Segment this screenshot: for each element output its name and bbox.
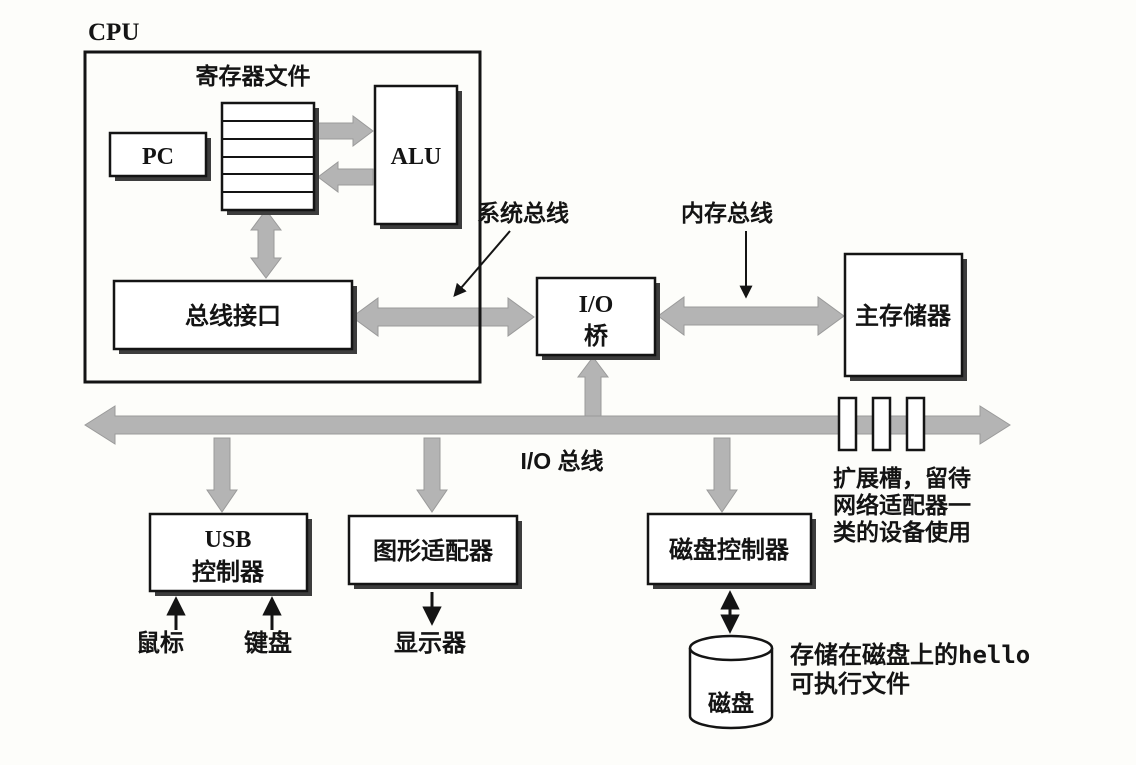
- expansion-slots-label: 扩展槽，留待 网络适配器一 类的设备使用: [833, 465, 971, 545]
- memory-bus-annotation: 内存总线: [681, 200, 773, 299]
- system-bus-pointer-arrow: [453, 230, 511, 297]
- cpu-label: CPU: [88, 19, 139, 46]
- main-memory-rect: [843, 252, 964, 378]
- mouse-label: 鼠标: [136, 630, 184, 657]
- disk-cylinder: 磁盘: [688, 634, 774, 730]
- hello-annotation: 存储在磁盘上的hello 可执行文件: [790, 641, 1030, 698]
- usb-branch-arrow: [206, 437, 238, 513]
- disk-controller-label: 磁盘控制器: [669, 536, 790, 564]
- register-file-label: 寄存器文件: [196, 63, 311, 89]
- register-file: 寄存器文件: [196, 63, 319, 215]
- expansion-slots-label-line1: 扩展槽，留待: [833, 465, 971, 491]
- disk-controller-box: 磁盘控制器: [646, 512, 816, 589]
- graphics-adapter-label: 图形适配器: [373, 538, 494, 565]
- expansion-slots-label-line2: 网络适配器一: [833, 492, 971, 518]
- disk-controller-rect: [646, 512, 813, 586]
- hello-annotation-line1: 存储在磁盘上的hello: [790, 641, 1030, 669]
- io-bus-arrow: [84, 405, 1011, 445]
- bus-interface-box: 总线接口: [112, 279, 357, 354]
- hello-annotation-line2: 可执行文件: [790, 670, 910, 698]
- expansion-slot: [905, 396, 926, 452]
- bus-interface-rect: [112, 279, 354, 351]
- usb-controller-rect: [148, 512, 309, 593]
- io-bridge-box: I/O 桥: [535, 276, 660, 360]
- alu-box: ALU: [373, 84, 462, 229]
- regfile-businterface-arrow: [250, 209, 282, 279]
- cpu-enclosure: CPU: [83, 19, 482, 384]
- expansion-slots-label-line3: 类的设备使用: [833, 519, 971, 545]
- expansion-slot: [871, 396, 892, 452]
- system-bus-label: 系统总线: [477, 200, 569, 226]
- usb-controller-label-line2: 控制器: [192, 558, 265, 586]
- regfile-to-alu-arrow: [317, 115, 374, 147]
- main-memory-box: 主存储器: [843, 252, 967, 381]
- pc-label: PC: [142, 144, 174, 170]
- disk-cylinder-body: [688, 648, 774, 730]
- main-memory-label: 主存储器: [855, 302, 952, 330]
- register-file-rows: [222, 120, 314, 193]
- pc-box: PC: [108, 131, 211, 181]
- disk-label: 磁盘: [708, 690, 754, 716]
- graphics-adapter-box: 图形适配器: [347, 514, 522, 589]
- usb-controller-box: USB 控制器: [148, 512, 312, 596]
- memory-bus-arrow: [657, 296, 845, 336]
- cpu-box-outline: [83, 50, 482, 384]
- system-bus-annotation: 系统总线: [453, 200, 569, 297]
- expansion-slots: 扩展槽，留待 网络适配器一 类的设备使用: [833, 396, 971, 545]
- display-label: 显示器: [394, 630, 467, 657]
- bus-interface-label: 总线接口: [185, 302, 281, 330]
- io-bridge-label-line1: I/O: [579, 292, 614, 318]
- expansion-slot: [837, 396, 858, 452]
- io-bridge-label-line2: 桥: [584, 323, 609, 350]
- disk-cylinder-top: [688, 634, 774, 662]
- keyboard-label: 键盘: [244, 629, 292, 657]
- usb-controller-label-line1: USB: [205, 527, 252, 553]
- io-bus-label: I/O 总线: [520, 448, 603, 474]
- graphics-adapter-rect: [347, 514, 519, 586]
- memory-bus-label: 内存总线: [681, 200, 773, 226]
- disk-branch-arrow: [706, 437, 738, 513]
- system-bus-arrow: [351, 297, 535, 337]
- io-bridge-rect: [535, 276, 657, 357]
- graphics-branch-arrow: [416, 437, 448, 513]
- alu-box-rect: [373, 84, 459, 226]
- alu-label: ALU: [391, 144, 442, 170]
- alu-to-regfile-arrow: [317, 161, 374, 193]
- pc-box-rect: [108, 131, 208, 178]
